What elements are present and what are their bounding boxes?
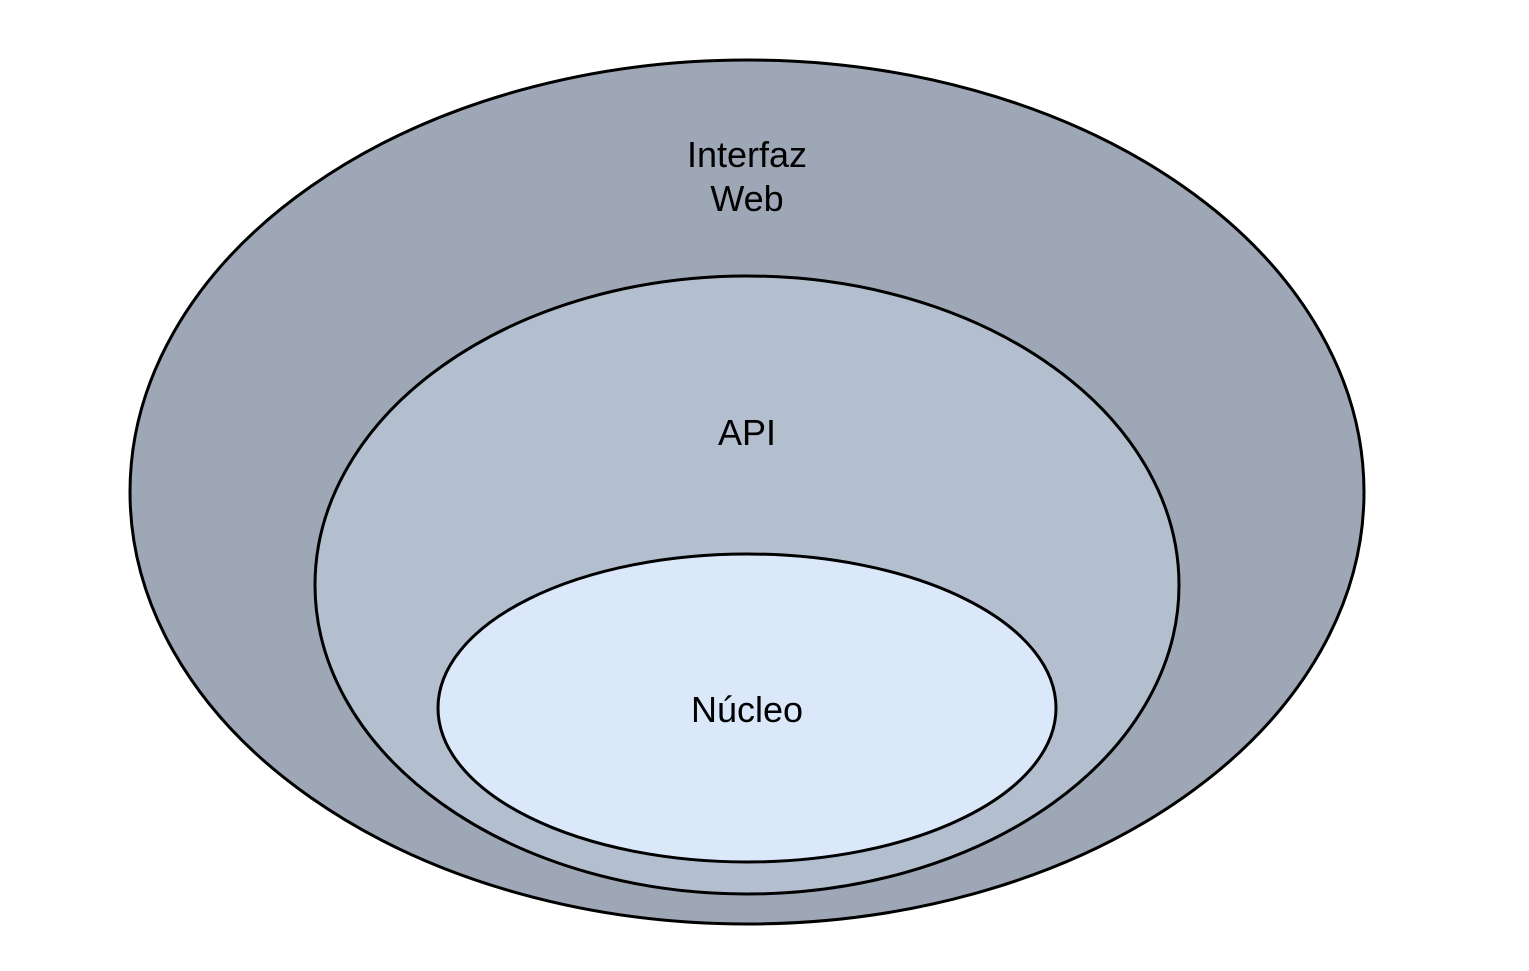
middle-layer-label: API (718, 412, 776, 453)
inner-layer-label: Núcleo (691, 689, 803, 730)
outer-layer-label-line-1: Interfaz (687, 134, 807, 175)
outer-layer-label-line-2: Web (710, 178, 783, 219)
inner-layer-ellipse (436, 552, 1058, 864)
